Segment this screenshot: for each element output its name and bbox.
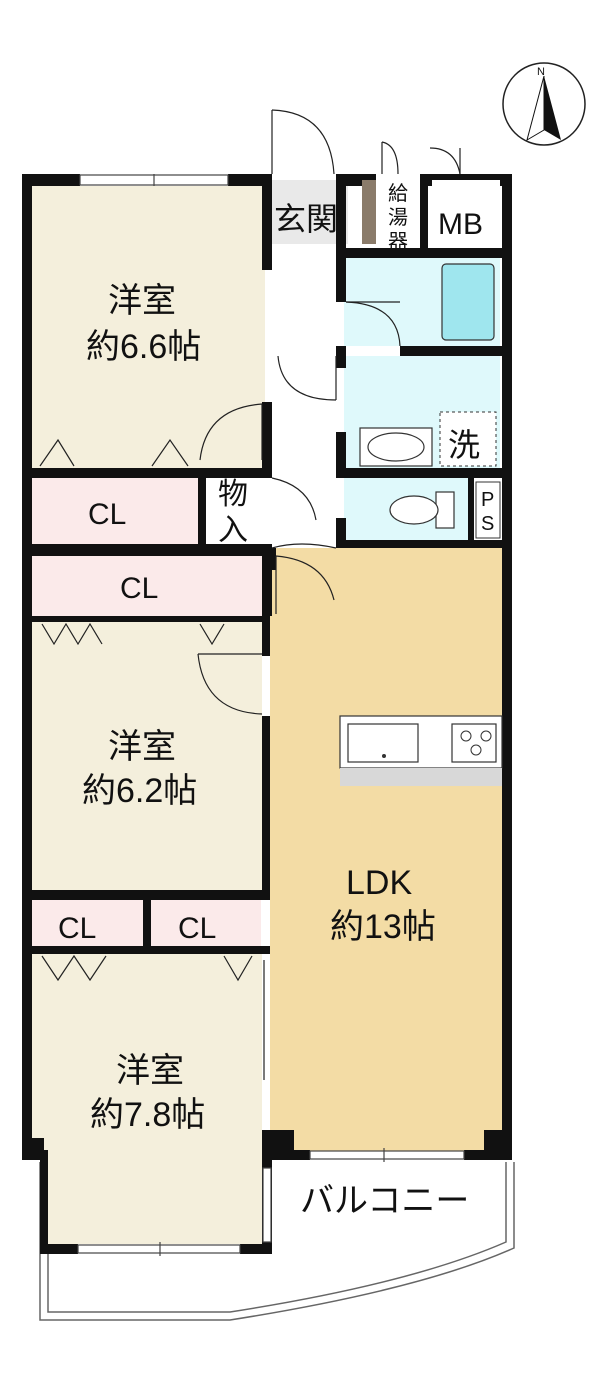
closet3-floor [30, 900, 143, 946]
balcony-label: バルコニー [300, 1182, 469, 1220]
bedroom3-size: 約7.8帖 [90, 1096, 205, 1134]
water-heater-label-1: 給 [388, 182, 408, 205]
ps-label-1: P [481, 489, 494, 511]
mb-label: MB [438, 208, 483, 241]
closet1-floor [30, 478, 198, 544]
storage-label-1: 物 [218, 478, 248, 511]
ldk-name: LDK [346, 864, 412, 902]
windows [77, 174, 465, 1256]
closet1-label: CL [88, 498, 126, 531]
compass-north-label: N [537, 66, 545, 78]
closet4-label: CL [178, 912, 216, 945]
bedroom1-floor [30, 186, 265, 468]
kitchen-backcounter [340, 768, 502, 786]
laundry-label: 洗 [448, 427, 480, 463]
toilet-tank-icon [435, 491, 455, 529]
bedroom2-name: 洋室 [108, 728, 176, 766]
bathtub-icon [441, 263, 495, 341]
closet4-floor [151, 900, 261, 946]
fixtures [339, 180, 503, 786]
doors [39, 109, 461, 1080]
compass: N [502, 62, 586, 146]
balcony-area: バルコニー [39, 1162, 515, 1321]
water-heater-label-2: 湯 [388, 206, 408, 229]
entrance-floor [272, 180, 348, 244]
ldk-size: 約13帖 [330, 908, 436, 946]
closet2-floor [30, 556, 262, 616]
washer-space [439, 411, 497, 467]
bedroom2-floor [30, 622, 262, 890]
bedroom1-name: 洋室 [108, 282, 176, 320]
mb-box [432, 180, 500, 244]
storage-label-2: 入 [218, 514, 248, 547]
closet3-label: CL [58, 912, 96, 945]
bedroom3-floor [30, 954, 262, 1160]
walls [22, 174, 512, 1254]
entrance-label: 玄関 [274, 201, 338, 237]
toilet-icon [389, 495, 439, 525]
bedroom2-size: 約6.2帖 [82, 772, 197, 810]
closet2-label: CL [120, 572, 158, 605]
water-heater-label-3: 器 [388, 231, 408, 253]
stove-icon [451, 723, 497, 763]
ps-label-2: S [481, 513, 494, 535]
ps-box [475, 481, 501, 539]
bedroom1-size: 約6.6帖 [86, 328, 201, 366]
bedroom3-name: 洋室 [116, 1052, 184, 1090]
ldk-floor [270, 548, 502, 1152]
